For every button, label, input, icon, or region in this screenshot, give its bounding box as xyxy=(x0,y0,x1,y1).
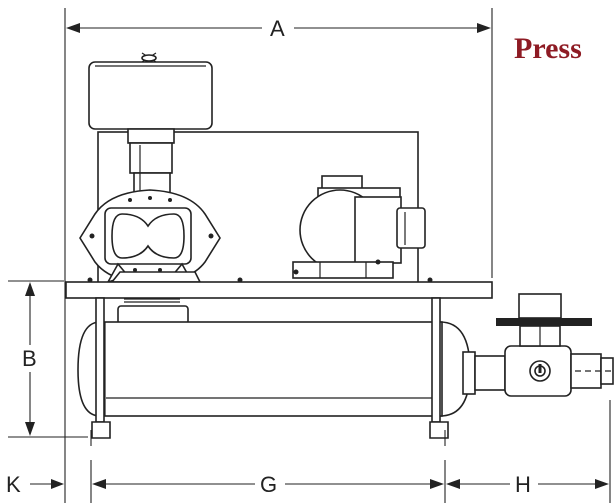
dimension-a-label: A xyxy=(270,16,285,41)
dimension-h-label: H xyxy=(515,472,531,497)
blower xyxy=(79,189,221,285)
dimension-k: K xyxy=(6,278,66,503)
dimension-g: G xyxy=(90,460,446,503)
foot-centerlines xyxy=(90,430,446,446)
electric-motor xyxy=(292,175,426,279)
receiver-tank xyxy=(77,297,471,439)
drawing-title: Press xyxy=(514,32,582,65)
dimension-h: H xyxy=(446,400,611,503)
dimension-b: B xyxy=(8,280,88,438)
inlet-filter-silencer xyxy=(88,52,213,196)
dimension-g-label: G xyxy=(260,472,277,497)
dimension-a: A xyxy=(64,8,493,278)
base-plate xyxy=(65,277,493,325)
discharge-piping xyxy=(462,293,614,397)
dimension-k-label: K xyxy=(6,472,21,497)
dimension-b-label: B xyxy=(22,346,37,371)
